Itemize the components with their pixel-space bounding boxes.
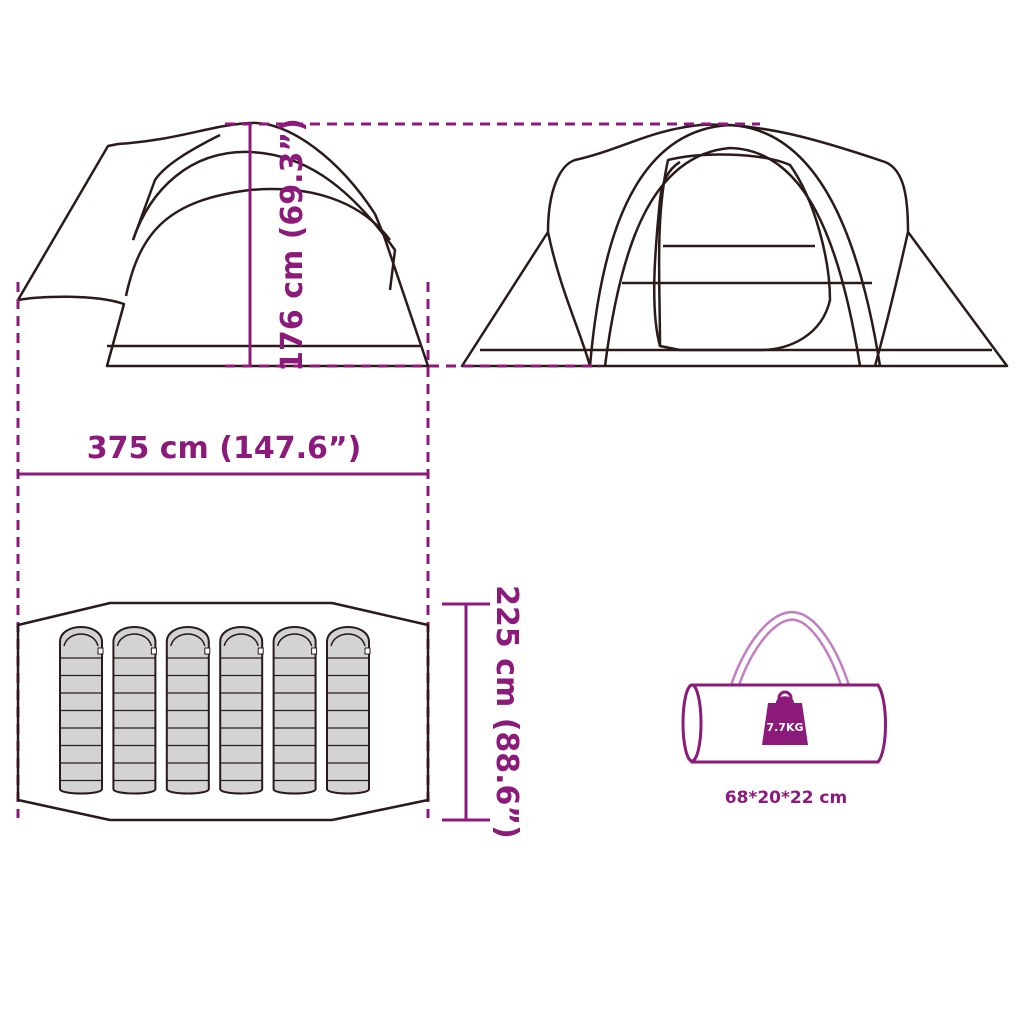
tent-side-fly-outline (16, 121, 430, 368)
sleeping-bag-hood (116, 633, 153, 647)
tent-front-arch-inner (603, 146, 862, 367)
sleeping-bag-zipper-tab (257, 647, 264, 655)
sleeping-bag-zipper-tab (150, 647, 157, 655)
weight-icon (762, 696, 808, 745)
height-label: 176 cm (69.3”) (275, 118, 310, 372)
tent-front-door (657, 153, 832, 352)
tent-front-view (460, 123, 1009, 368)
tent-side-arch-inner (124, 187, 391, 297)
sleeping-bag (59, 626, 104, 795)
tent-front-arch-outer (588, 123, 882, 367)
tent-floor-plan (16, 601, 430, 822)
sleeping-bag-hood (170, 633, 206, 647)
sleeping-bag-hood (63, 633, 99, 647)
sleeping-bag (112, 626, 157, 795)
sleeping-bag (219, 626, 264, 795)
sleeping-bag-hood (223, 633, 259, 647)
sleeping-bag (272, 626, 318, 795)
length-label: 375 cm (147.6”) (87, 431, 362, 466)
weight-label: 7.7KG (766, 721, 803, 734)
tent-front-door-flap (653, 160, 681, 347)
tent-front-right-wing (873, 231, 910, 367)
tent-side-inner-curve (131, 133, 221, 241)
weight-icon-ring (777, 690, 793, 706)
carry-bag-end-cap (681, 683, 703, 763)
tent-front-left-wing (546, 231, 592, 367)
sleeping-bag-hood (330, 633, 366, 647)
carry-bag: 7.7KG (681, 611, 887, 764)
sleeping-bag-hood (276, 633, 313, 647)
tent-side-view (16, 121, 430, 368)
height-dimension (225, 122, 760, 368)
floor-plan-outline (16, 601, 430, 822)
sleeping-bag (165, 626, 211, 795)
tent-side-arch-outer (131, 150, 397, 291)
sleeping-bag-zipper-tab (364, 647, 371, 655)
width-dimension (442, 602, 490, 822)
sleeping-bag-zipper-tab (204, 647, 211, 655)
width-label: 225 cm (88.6”) (489, 585, 524, 839)
carry-bag-handle-inner (729, 613, 851, 698)
sleeping-bag (326, 626, 371, 795)
sleeping-bags (59, 626, 371, 795)
sleeping-bag-zipper-tab (311, 647, 318, 655)
packed-size-label: 68*20*22 cm (725, 788, 847, 808)
sleeping-bag-zipper-tab (97, 647, 104, 655)
